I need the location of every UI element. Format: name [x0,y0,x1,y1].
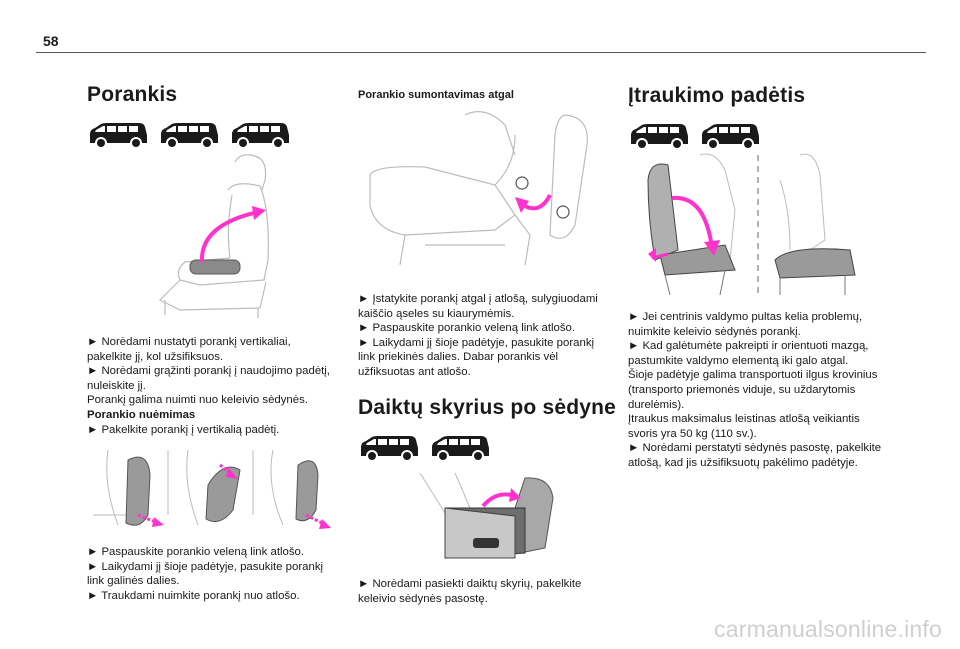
vehicle-icons [628,122,888,150]
armrest-instructions: ► Norėdami nustatyti porankį vertikaliai… [87,335,332,437]
arrow-head [509,488,521,502]
armrest-removal-illustration [93,449,331,529]
vehicle-icons [358,434,618,462]
instruction-line: ► Norėdami pasiekti daiktų skyrių, pakel… [358,578,582,605]
column-storage: Daiktų skyrius po sėdyne [358,396,618,462]
instruction-line: ► Jei centrinis valdymo pultas kelia pro… [628,311,863,338]
instruction-line: ► Paspauskite porankio veleną link atloš… [358,322,576,335]
raise-arrow [199,210,259,263]
subheading-removal: Porankio nuėmimas [87,408,196,421]
armrest-raise-illustration [158,154,269,318]
instruction-line: ► Traukdami nuimkite porankį nuo atlošo. [87,589,300,602]
arrow-head [515,197,529,213]
reinstall-arrow [521,194,552,211]
storage-instructions: ► Norėdami pasiekti daiktų skyrių, pakel… [358,577,608,606]
vehicle-icons [87,121,327,149]
van-icon [429,434,491,462]
armrest-reinstall-illustration [369,111,588,266]
van-icon [699,122,761,150]
van-icon [158,121,220,149]
heading-armrest: Porankis [87,83,178,106]
instruction-line: ► Norėdami nustatyti porankį vertikaliai… [87,336,291,363]
instruction-line: ► Kad galėtumėte pakreipti ir orientuoti… [628,340,869,367]
instruction-line: ► Laikydami jį šioje padėtyje, pasukite … [87,560,324,588]
heading-storage: Daiktų skyrius po sėdyne [358,396,617,419]
arrow-head [704,240,720,256]
van-icon [628,122,690,150]
arrow-head [252,206,266,220]
instruction-line: ► Paspauskite porankio veleną link atloš… [87,546,305,558]
instruction-line: ► Pakelkite porankį į vertikalią padėtį. [87,423,280,436]
page-number: 58 [43,33,59,49]
instruction-line: Šioje padėtyje galima transportuoti ilgu… [628,369,878,411]
reinstall-instructions: ► Įstatykite porankį atgal į atlošą, sul… [358,292,608,380]
heading-folding: Įtraukimo padėtis [628,84,806,107]
instruction-line: Porankį galima nuimti nuo keleivio sėdyn… [87,394,308,407]
column-armrest: Porankis [87,83,327,149]
armrest-removal-steps: ► Paspauskite porankio veleną link atloš… [87,545,332,603]
folding-position-illustration [647,153,856,296]
folding-instructions: ► Jei centrinis valdymo pultas kelia pro… [628,310,888,471]
instruction-line: ► Laikydami jį šioje padėtyje, pasukite … [358,336,595,378]
storage-compartment-illustration [419,472,554,559]
armrest-shape [189,259,241,275]
instruction-line: Įtraukus maksimalus leistinas atlošą vei… [628,413,860,440]
van-icon [358,434,420,462]
subheading-reinstall: Porankio sumontavimas atgal [358,89,514,101]
footer-watermark: carmanualsonline.info [714,616,942,642]
instruction-line: ► Norėdami perstatyti sėdynės pasostę, p… [628,442,882,469]
van-icon [229,121,291,149]
van-icon [87,121,149,149]
column-folding: Įtraukimo padėtis [628,84,888,150]
fold-arrow [671,195,714,249]
instruction-line: ► Įstatykite porankį atgal į atlošą, sul… [358,293,598,320]
instruction-line: ► Norėdami grąžinti porankį į naudojimo … [87,365,331,392]
header-rule [36,52,926,53]
